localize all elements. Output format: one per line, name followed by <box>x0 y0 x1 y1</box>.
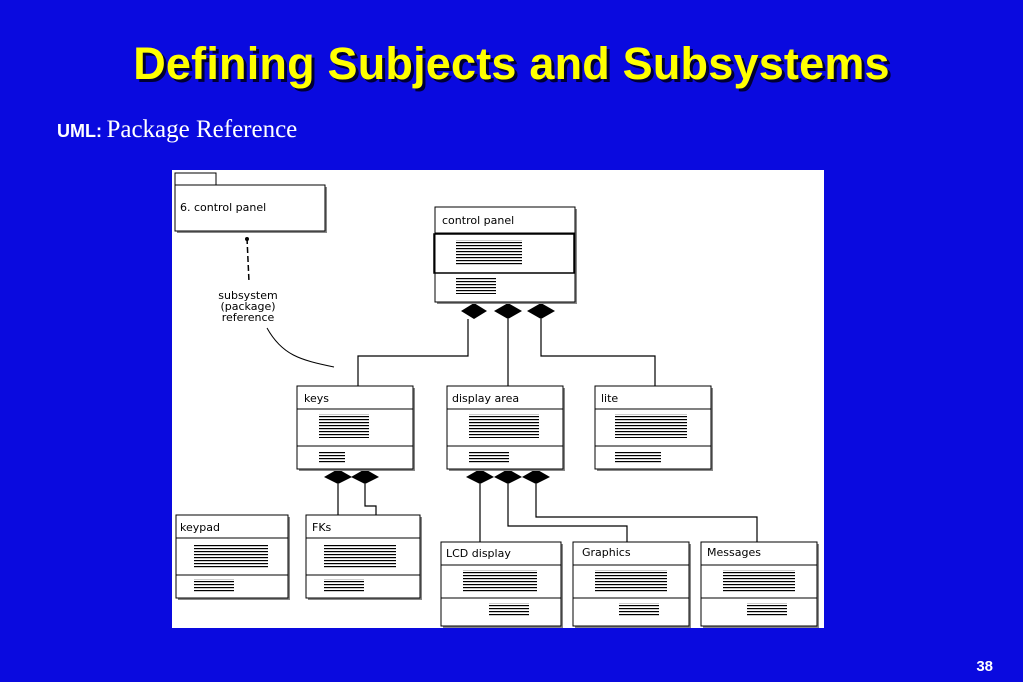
note-line-3: reference <box>222 311 275 324</box>
class-fks-name: FKs <box>312 521 332 534</box>
class-keys: keys <box>296 385 415 471</box>
note-line-1: subsystem <box>218 289 277 302</box>
subtitle-prefix: UML: <box>57 121 102 141</box>
package-reference-label: 6. control panel <box>180 201 266 214</box>
class-display-area: display area <box>446 385 565 471</box>
package-body <box>174 184 326 232</box>
slide-title: Defining Subjects and Subsystems <box>133 38 890 89</box>
subtitle-text: Package Reference <box>106 116 298 143</box>
class-fks: FKs <box>305 514 422 600</box>
class-messages: Messages <box>700 541 819 628</box>
aggregation-lines <box>337 319 758 542</box>
class-messages-name: Messages <box>707 546 761 559</box>
aggregation-diamonds <box>324 303 555 484</box>
note-connector <box>245 237 335 368</box>
class-lite-name: lite <box>601 392 618 405</box>
class-display-area-name: display area <box>452 392 519 405</box>
package-reference: 6. control panel <box>174 172 327 233</box>
diagram-canvas: 6. control panel subsystem (package) ref… <box>174 172 819 628</box>
class-keypad: keypad <box>175 514 290 600</box>
slide-number: 38 <box>976 658 993 675</box>
uml-package-diagram: 6. control panel subsystem (package) ref… <box>172 170 824 628</box>
class-graphics: Graphics <box>572 541 691 628</box>
class-keys-name: keys <box>304 392 329 405</box>
class-lcd-display-name: LCD display <box>446 547 511 560</box>
note-line-2: (package) <box>220 300 275 313</box>
class-graphics-name: Graphics <box>582 546 631 559</box>
class-control-panel: control panel <box>433 206 577 304</box>
subtitle: UML: Package Reference <box>57 116 297 144</box>
package-tab <box>174 172 217 186</box>
class-lcd-display: LCD display <box>440 541 563 628</box>
class-control-panel-name: control panel <box>442 214 514 227</box>
class-keypad-name: keypad <box>180 521 220 534</box>
class-lite: lite <box>594 385 713 471</box>
